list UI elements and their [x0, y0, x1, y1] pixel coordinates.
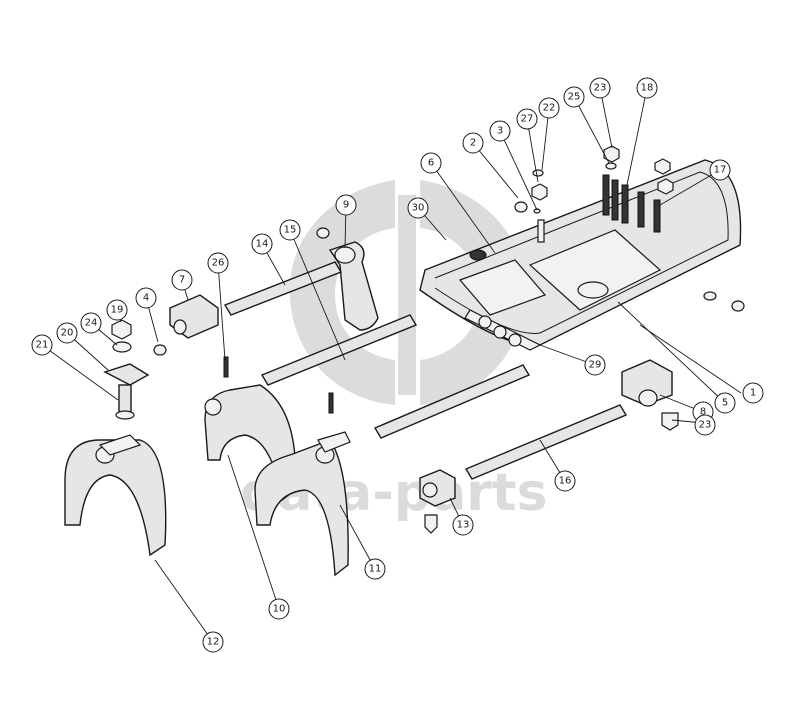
svg-text:16: 16 [559, 476, 572, 487]
callout-13: 13 [452, 514, 474, 536]
callout-11: 11 [364, 558, 386, 580]
svg-text:18: 18 [641, 83, 654, 94]
svg-text:21: 21 [36, 340, 49, 351]
rail-block-13 [419, 469, 456, 534]
svg-text:10: 10 [273, 604, 286, 615]
svg-text:30: 30 [412, 203, 425, 214]
callout-18: 18 [636, 77, 658, 99]
svg-text:25: 25 [568, 92, 581, 103]
studs-and-nuts [514, 145, 745, 312]
svg-text:29: 29 [589, 360, 602, 371]
svg-text:6: 6 [428, 158, 434, 169]
callout-20: 20 [56, 322, 78, 344]
svg-text:4: 4 [143, 293, 149, 304]
callout-1: 1 [742, 382, 764, 404]
callout-17: 17 [709, 159, 731, 181]
shift-fork-large [64, 434, 167, 557]
callout-12: 12 [202, 631, 224, 653]
svg-text:3: 3 [497, 126, 503, 137]
svg-text:7: 7 [179, 275, 185, 286]
callout-23-top: 23 [589, 77, 611, 99]
svg-text:20: 20 [61, 328, 74, 339]
shift-lever [316, 227, 379, 331]
svg-text:8: 8 [700, 407, 706, 418]
rail-block-8 [621, 359, 679, 431]
callout-23-bottom: 23 [694, 414, 716, 436]
callout-6: 6 [420, 152, 442, 174]
selector-block [153, 294, 219, 356]
svg-text:26: 26 [212, 258, 225, 269]
svg-text:1: 1 [750, 388, 756, 399]
callout-10: 10 [268, 598, 290, 620]
svg-text:23: 23 [699, 420, 712, 431]
svg-text:19: 19 [111, 305, 124, 316]
callout-markers: 1 2 3 4 5 6 7 8 9 10 11 12 13 14 15 16 1… [31, 77, 764, 653]
svg-text:22: 22 [543, 103, 556, 114]
callout-21: 21 [31, 334, 53, 356]
svg-text:23: 23 [594, 83, 607, 94]
callout-26: 26 [207, 252, 229, 274]
callout-14: 14 [251, 233, 273, 255]
svg-text:13: 13 [457, 520, 470, 531]
svg-text:9: 9 [343, 200, 349, 211]
svg-text:27: 27 [521, 114, 534, 125]
callout-24: 24 [80, 312, 102, 334]
callout-30: 30 [407, 197, 429, 219]
svg-text:15: 15 [284, 225, 297, 236]
cover-plate [419, 159, 742, 351]
svg-text:12: 12 [207, 637, 220, 648]
svg-text:5: 5 [722, 398, 728, 409]
bolt-assembly [103, 319, 150, 420]
callout-4: 4 [135, 287, 157, 309]
svg-text:17: 17 [714, 165, 727, 176]
leader-lines [41, 87, 742, 643]
callout-19: 19 [106, 299, 128, 321]
callout-9: 9 [335, 194, 357, 216]
callout-5: 5 [714, 392, 736, 414]
callout-15: 15 [279, 219, 301, 241]
svg-text:24: 24 [85, 318, 98, 329]
callout-3: 3 [489, 120, 511, 142]
callout-2: 2 [462, 132, 484, 154]
svg-text:2: 2 [470, 138, 476, 149]
callout-22: 22 [538, 97, 560, 119]
shift-rails [223, 261, 628, 480]
svg-text:14: 14 [256, 239, 269, 250]
callout-25: 25 [563, 86, 585, 108]
callout-7: 7 [171, 269, 193, 291]
callout-27: 27 [516, 108, 538, 130]
svg-text:11: 11 [369, 564, 382, 575]
shift-fork-right [254, 392, 351, 577]
callout-29: 29 [584, 354, 606, 376]
callout-16: 16 [554, 470, 576, 492]
